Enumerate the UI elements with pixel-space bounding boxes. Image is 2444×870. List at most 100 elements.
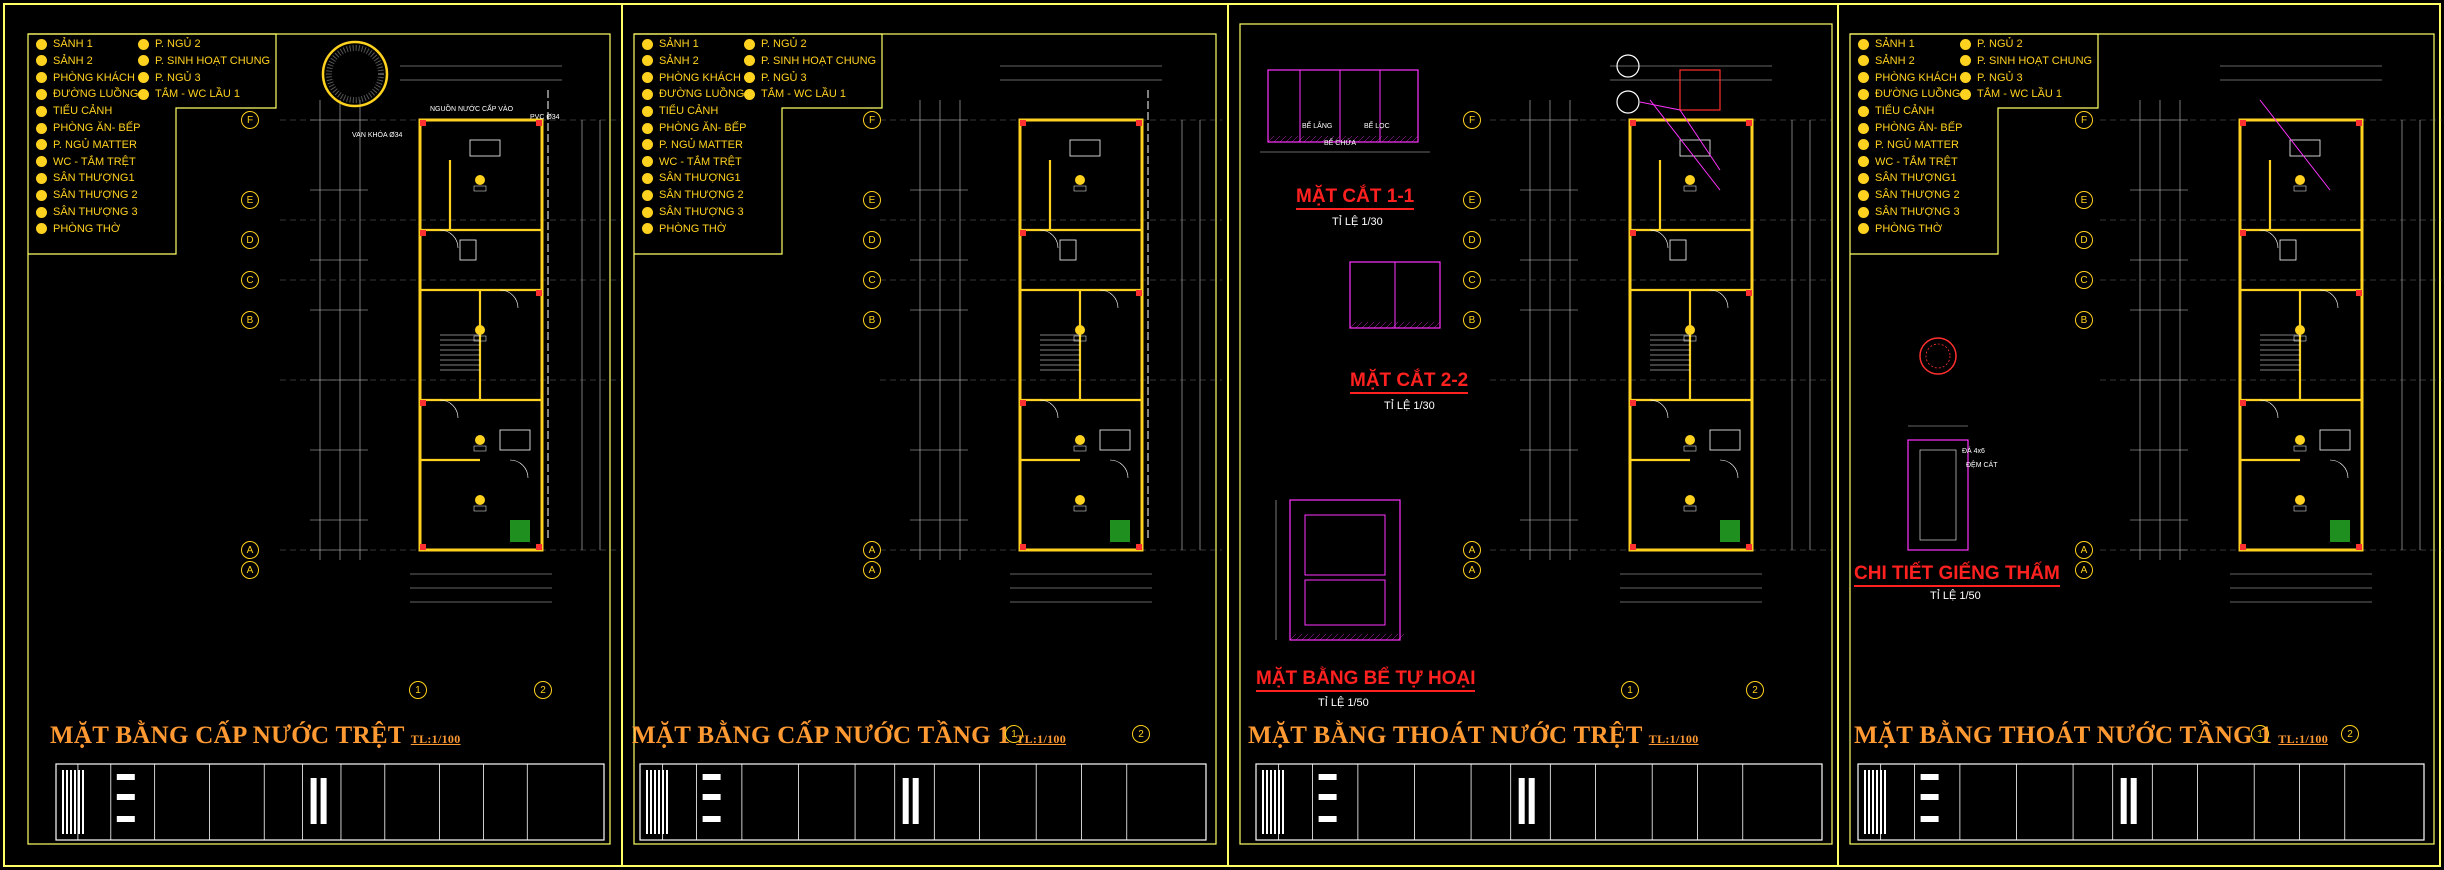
legend-bullet-icon [36,55,47,67]
legend-bullet-icon [642,88,653,100]
grid-bubble: D [2075,231,2093,249]
grid-bubble: A [863,561,881,579]
title-block-mark [702,816,721,822]
room-tag-box [473,505,487,512]
column-mark [1630,120,1636,126]
door-swing [509,459,529,479]
legend-item: PHÒNG KHÁCH [642,72,741,84]
column-mark [2240,544,2246,550]
title-block-mark [1920,794,1939,800]
title-block-mark [912,778,919,824]
title-block-mark [1278,770,1280,834]
pipe-section-icon [1616,54,1640,78]
title-block-mark [116,774,135,780]
legend-bullet-icon [1858,105,1869,117]
legend-bullet-icon [642,139,653,151]
title-block-mark [116,794,135,800]
hatch [1361,321,1369,329]
grid-bubble: F [1463,111,1481,129]
detail-title-septic: MẶT BẰNG BỂ TỰ HOẠI [1256,668,1476,692]
room-tag-box [473,445,487,452]
hatch [1373,633,1381,641]
column-mark [420,120,426,126]
legend-item: P. NGỦ MATTER [1858,139,1959,151]
door-swing [1709,289,1729,309]
room-tag-box [2293,445,2307,452]
legend-item: P. SINH HOẠT CHUNG [744,55,876,67]
hatch [1421,321,1429,329]
title-block-mark [1318,816,1337,822]
hatch [1367,321,1375,329]
column-mark [1746,290,1752,296]
legend-bullet-icon [1960,38,1971,50]
column-mark [2240,230,2246,236]
hatch [1349,633,1357,641]
grid-bubble: F [2075,111,2093,129]
legend-item: P. NGỦ 2 [138,38,201,50]
hatch [1363,135,1371,143]
legend-bullet-icon [642,72,653,84]
title-block-mark [1884,770,1886,834]
legend-bullet-icon [642,206,653,218]
hatch [1433,321,1441,329]
title-block-mark [320,778,327,824]
column-mark [1136,544,1142,550]
annotation-septic-chamber: BỂ CHỨA [1324,140,1357,147]
room-tag-box [1683,505,1697,512]
legend-item: P. NGỦ 3 [744,72,807,84]
grid-bubble: 1 [409,681,427,699]
hatch [1373,321,1381,329]
title-block-mark [82,770,84,834]
legend-bullet-icon [36,189,47,201]
room-tag-box [2293,505,2307,512]
legend-item: SẢNH 1 [642,38,699,50]
hatch [1385,321,1393,329]
legend-item: P. SINH HOẠT CHUNG [138,55,270,67]
legend-bullet-icon [1858,38,1869,50]
door-swing [1039,229,1059,249]
column-mark [1630,230,1636,236]
column-mark [2240,400,2246,406]
title-block-mark [1528,778,1535,824]
legend-bullet-icon [744,55,755,67]
room-tag [1075,435,1085,445]
hatch [1379,633,1387,641]
legend-item: SẢNH 2 [1858,55,1915,67]
legend-item: PHÒNG KHÁCH [36,72,135,84]
legend-bullet-icon [1858,139,1869,151]
title-block-mark [2130,778,2137,824]
annotation-water-inlet: NGUỒN NƯỚC CẤP VÀO [430,106,514,113]
column-mark [420,230,426,236]
legend-item: TẮM - WC LẦU 1 [1960,88,2062,100]
title-block-mark [654,770,656,834]
drain-pipe [2259,99,2331,191]
legend-item: P. NGỦ 3 [1960,72,2023,84]
door-swing [1719,459,1739,479]
title-block-mark [116,816,135,822]
column-mark [2356,290,2362,296]
column-mark [1020,230,1026,236]
grid-bubble: B [241,311,259,329]
legend-bullet-icon [138,72,149,84]
door-swing [1109,459,1129,479]
title-block [55,763,605,841]
legend-bullet-icon [642,223,653,235]
grid-bubble: 1 [1621,681,1639,699]
legend-bullet-icon [744,88,755,100]
floor-plans [280,40,2442,603]
legend-bullet-icon [1858,189,1869,201]
column-mark [1746,120,1752,126]
legend-item: P. SINH HOẠT CHUNG [1960,55,2092,67]
water-tank-icon [321,40,389,108]
legend-item: TIỂU CẢNH [1858,105,1934,117]
sheet-frame-1 [27,33,611,845]
legend-item: ĐƯỜNG LUỒNG [1858,88,1960,100]
column-mark [1746,544,1752,550]
grid-bubble: A [2075,541,2093,559]
hatch [1367,633,1375,641]
legend-bullet-icon [1858,206,1869,218]
door-swing [1039,399,1059,419]
title-block-mark [310,778,317,824]
legend-bullet-icon [1960,72,1971,84]
grid-bubble: A [1463,541,1481,559]
